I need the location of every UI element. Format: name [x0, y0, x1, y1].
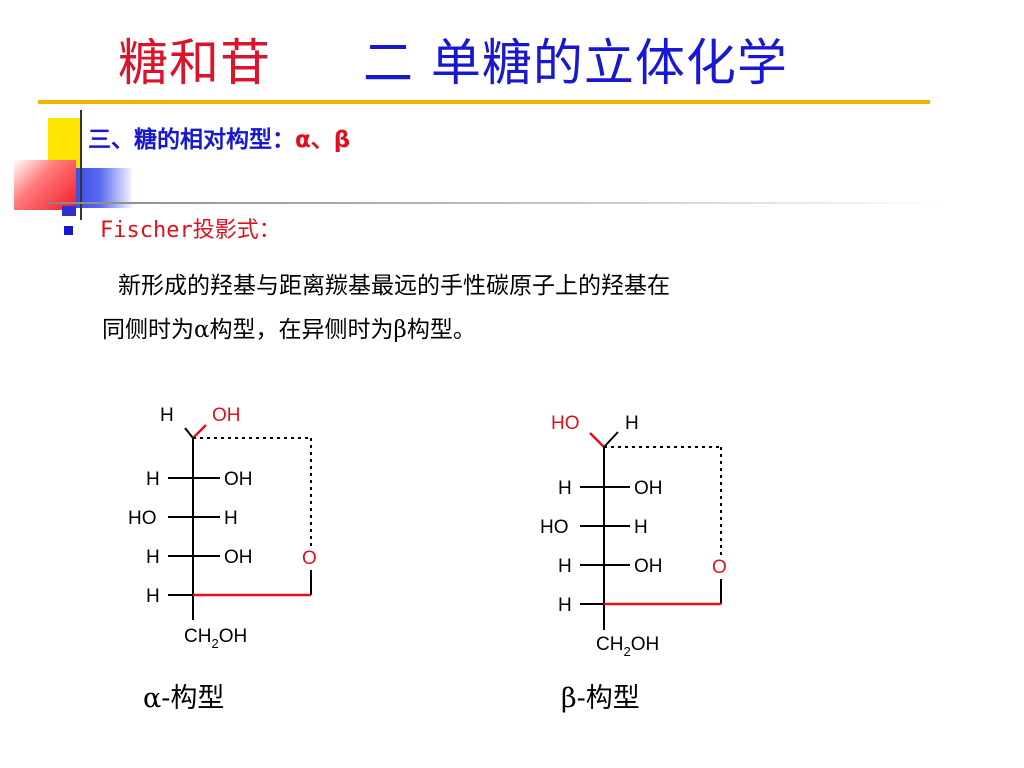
- decor-red-square: [14, 160, 76, 210]
- beta-row-4-left: H: [558, 595, 572, 616]
- bullet-icon: [64, 226, 73, 235]
- alpha-row-3-right: OH: [224, 547, 253, 568]
- beta-top-left: HO: [551, 413, 580, 434]
- beta-row-1-left: H: [558, 478, 572, 499]
- alpha-bottom: CH2OH: [184, 626, 247, 651]
- beta-row-2-right: H: [634, 517, 648, 538]
- beta-row-3-right: OH: [634, 556, 663, 577]
- definition-paragraph: 新形成的羟基与距离羰基最远的手性碳原子上的羟基在 同侧时为α构型，在异侧时为β构…: [102, 264, 952, 352]
- slide-title: 糖和苷 二 单糖的立体化学: [118, 28, 788, 98]
- alpha-ring-oxygen: O: [302, 548, 317, 569]
- paragraph-line-1: 新形成的羟基与距离羰基最远的手性碳原子上的羟基在: [118, 273, 670, 299]
- alpha-row-2-left: HO: [128, 508, 157, 529]
- beta-top-right: H: [625, 413, 639, 434]
- alpha-bond-oh: [192, 424, 207, 439]
- alpha-bond-h: [184, 427, 194, 439]
- title-divider: [38, 100, 930, 104]
- beta-ring-oxygen: O: [712, 557, 727, 578]
- paragraph-line-2: 同侧时为α构型，在异侧时为β构型。: [102, 317, 476, 343]
- beta-bottom: CH2OH: [596, 634, 659, 659]
- alpha-top-left: H: [160, 405, 174, 426]
- decor-horizontal-line: [48, 202, 948, 204]
- alpha-top-right: OH: [212, 405, 241, 426]
- section-title: 二 单糖的立体化学: [363, 34, 788, 92]
- section-heading-text: 三、糖的相对构型：: [88, 127, 295, 153]
- alpha-row-3-left: H: [146, 547, 160, 568]
- bullet-label: Fischer投影式：: [100, 218, 281, 243]
- section-heading-greek: α、β: [295, 127, 351, 153]
- beta-row-1-right: OH: [634, 478, 663, 499]
- alpha-row-2-right: H: [224, 508, 238, 529]
- alpha-row-4-left: H: [146, 586, 160, 607]
- decor-blue-marker: [62, 206, 76, 216]
- decor-vertical-line: [80, 110, 82, 220]
- alpha-structure: H OH H OH HO H H OH H O CH2OH: [128, 405, 317, 651]
- alpha-row-1-left: H: [146, 469, 160, 490]
- alpha-row-1-right: OH: [224, 469, 253, 490]
- beta-structure: HO H H OH HO H H OH H O CH2OH: [540, 413, 727, 659]
- chapter-title: 糖和苷: [118, 34, 271, 92]
- section-heading: 三、糖的相对构型：α、β: [88, 120, 350, 154]
- beta-bond-h: [603, 431, 619, 448]
- alpha-caption: α-构型: [143, 683, 225, 714]
- beta-caption: β-构型: [561, 683, 640, 714]
- beta-row-2-left: HO: [540, 517, 569, 538]
- beta-bond-oh: [589, 432, 605, 448]
- beta-row-3-left: H: [558, 556, 572, 577]
